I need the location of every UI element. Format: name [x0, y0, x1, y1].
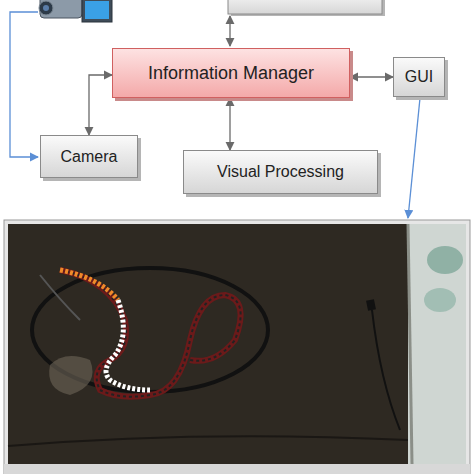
- camcorder-icon: [39, 0, 112, 22]
- display-line: [408, 98, 420, 218]
- gui-box: GUI: [393, 57, 445, 97]
- camera-box: Camera: [40, 135, 138, 178]
- connector-line: [229, 16, 230, 46]
- processing-box: Visual Processing: [183, 150, 378, 194]
- connector-arrow: [229, 98, 230, 150]
- node-label: Camera: [61, 148, 118, 166]
- manager-box: Information Manager: [112, 48, 350, 98]
- video-feed-line: [10, 12, 38, 157]
- node-label: Visual Processing: [217, 163, 344, 181]
- cut-box: [228, 0, 382, 14]
- camera-screenshot: [4, 220, 470, 474]
- node-label: GUI: [405, 68, 433, 86]
- connector-arrow: [350, 76, 393, 77]
- connector-arrow: [89, 75, 112, 135]
- node-label: Information Manager: [148, 63, 314, 84]
